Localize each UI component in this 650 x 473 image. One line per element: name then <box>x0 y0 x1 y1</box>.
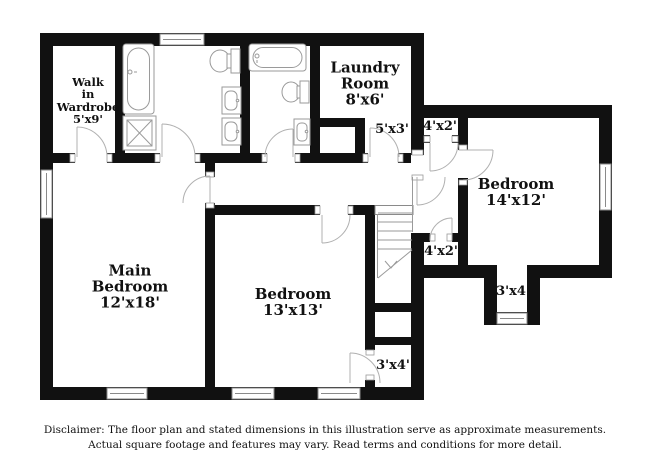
label-line: 14'x12' <box>486 191 546 209</box>
label-walk-in-wardrobe: Walk in Wardrobe 5'x9' <box>57 76 120 126</box>
label-line: 5'x3' <box>375 121 409 137</box>
toilet-2 <box>281 80 310 104</box>
window-top <box>159 33 205 46</box>
label-line: 13'x13' <box>263 301 323 319</box>
label-closet-3x4-main: 3'x4' <box>376 357 410 373</box>
door-bathroom-2 <box>264 128 294 158</box>
label-line: Bedroom <box>254 284 332 303</box>
label-line: Room <box>340 74 390 93</box>
disclaimer-text: Disclaimer: The floor plan and stated di… <box>0 423 650 452</box>
label-line: Bedroom <box>91 277 169 296</box>
door-bedroom-right <box>462 149 494 181</box>
door-hall-east <box>416 176 446 206</box>
door-closet-4x2-top <box>429 142 459 172</box>
window-bottom-main-bedroom <box>106 387 148 400</box>
doors <box>76 123 494 384</box>
label-corridor-5x3: 5'x3' <box>375 121 409 137</box>
disclaimer-line-1: Disclaimer: The floor plan and stated di… <box>43 424 607 436</box>
window-nook <box>496 312 528 325</box>
stairs-down-arrow <box>384 260 398 269</box>
windows <box>40 33 612 400</box>
label-line: 8'x6' <box>345 91 385 110</box>
label-line: 4'x2' <box>424 243 458 259</box>
window-left <box>40 169 53 219</box>
label-line: 12'x18' <box>100 294 160 313</box>
door-closet-4x2-bottom <box>429 217 453 241</box>
fixtures <box>122 43 311 151</box>
bathtub-vertical <box>122 43 155 115</box>
label-line: Laundry <box>330 58 400 77</box>
label-main-bedroom: Main Bedroom 12'x18' <box>92 263 169 312</box>
label-line: Bedroom <box>477 174 555 193</box>
label-line: Wardrobe <box>56 100 120 114</box>
disclaimer-line-2: Actual square footage and features may v… <box>88 438 562 451</box>
stairs <box>377 177 413 279</box>
label-line: Walk <box>72 75 104 90</box>
label-line: 5'x9' <box>73 112 103 127</box>
label-closet-4x2-bottom: 4'x2' <box>424 243 458 259</box>
window-bottom-bedroom-1 <box>231 387 275 400</box>
door-corridor-5x3 <box>369 127 400 158</box>
label-line: 3'x4' <box>376 357 410 373</box>
window-bottom-bedroom-2 <box>317 387 361 400</box>
door-bathroom-1 <box>161 123 196 158</box>
label-laundry-room: Laundry Room 8'x6' <box>330 60 399 109</box>
door-closet-3x4 <box>349 352 381 384</box>
label-nook-3x4-wing: 3'x4' <box>496 283 530 299</box>
label-bedroom-right: Bedroom 14'x12' <box>477 174 555 209</box>
door-bedroom-middle <box>321 214 351 244</box>
label-closet-4x2-top: 4'x2' <box>423 118 457 134</box>
shower <box>122 115 157 151</box>
toilet-1 <box>209 48 241 74</box>
window-wing-right <box>599 163 612 211</box>
label-line: Main <box>108 261 152 280</box>
sink-3 <box>293 118 311 146</box>
label-line: in <box>81 87 95 102</box>
sink-2 <box>221 117 242 146</box>
label-line: 3'x4' <box>496 283 530 299</box>
door-main-bedroom <box>182 175 211 204</box>
label-bedroom-middle: Bedroom 13'x13' <box>254 284 332 319</box>
bathtub-horizontal <box>248 43 307 72</box>
sink-1 <box>221 86 242 115</box>
door-wardrobe <box>76 126 108 158</box>
label-line: 4'x2' <box>423 118 457 134</box>
